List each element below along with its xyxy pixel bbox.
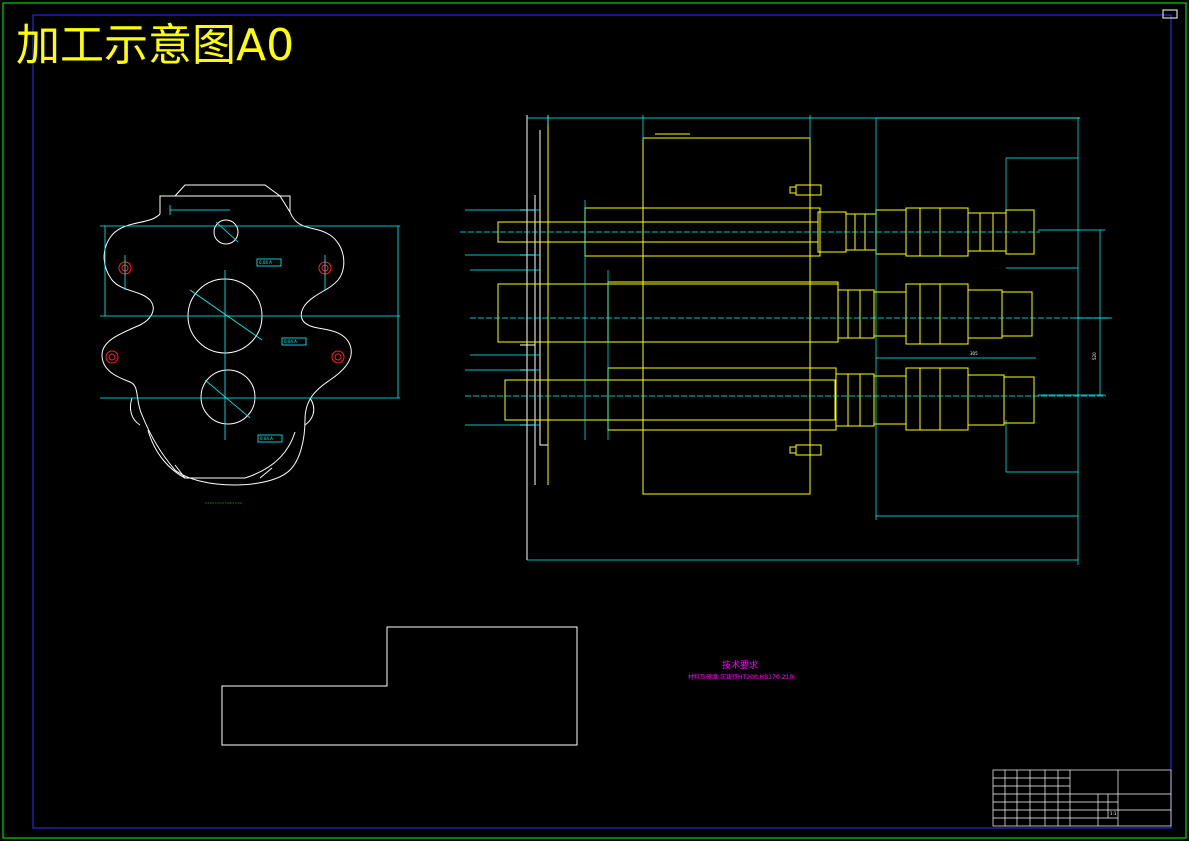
sheet-title: 加工示意图A0: [16, 20, 294, 71]
inner-frame: [32, 14, 1172, 829]
fixture-plate: [520, 115, 549, 560]
orientation-mark: [1162, 9, 1178, 19]
tolerance-frame-1: 0.04 A: [259, 260, 272, 265]
cycle-outline: [221, 626, 578, 746]
dim-520: 520: [1092, 352, 1097, 360]
notes-heading: 技术要求: [722, 659, 758, 671]
tolerance-frames: [256, 258, 307, 443]
dim-305: 305: [970, 351, 978, 356]
bore-upper: [213, 219, 239, 245]
spindle-middle: [497, 281, 1033, 345]
tool-view-dimensions: [460, 115, 1112, 565]
part-view-dimensions: [100, 205, 400, 440]
spindle-box: [547, 115, 822, 495]
title-block: [992, 769, 1172, 827]
spindle-lower: [504, 367, 1035, 431]
part-view: [101, 184, 352, 486]
tolerance-frame-3: 0.04 A: [260, 436, 273, 441]
top-lug: [174, 184, 291, 213]
title-block-scale: 1:1: [1110, 811, 1117, 816]
bore-lower: [200, 369, 256, 425]
notes-line-1: 材料及硬度:灰铸铁HT200,HB170-210。: [688, 673, 799, 681]
housing-outline: [101, 211, 352, 486]
cycle-diagram: [221, 626, 578, 746]
tolerance-frame-2: 0.04 A: [284, 339, 297, 344]
